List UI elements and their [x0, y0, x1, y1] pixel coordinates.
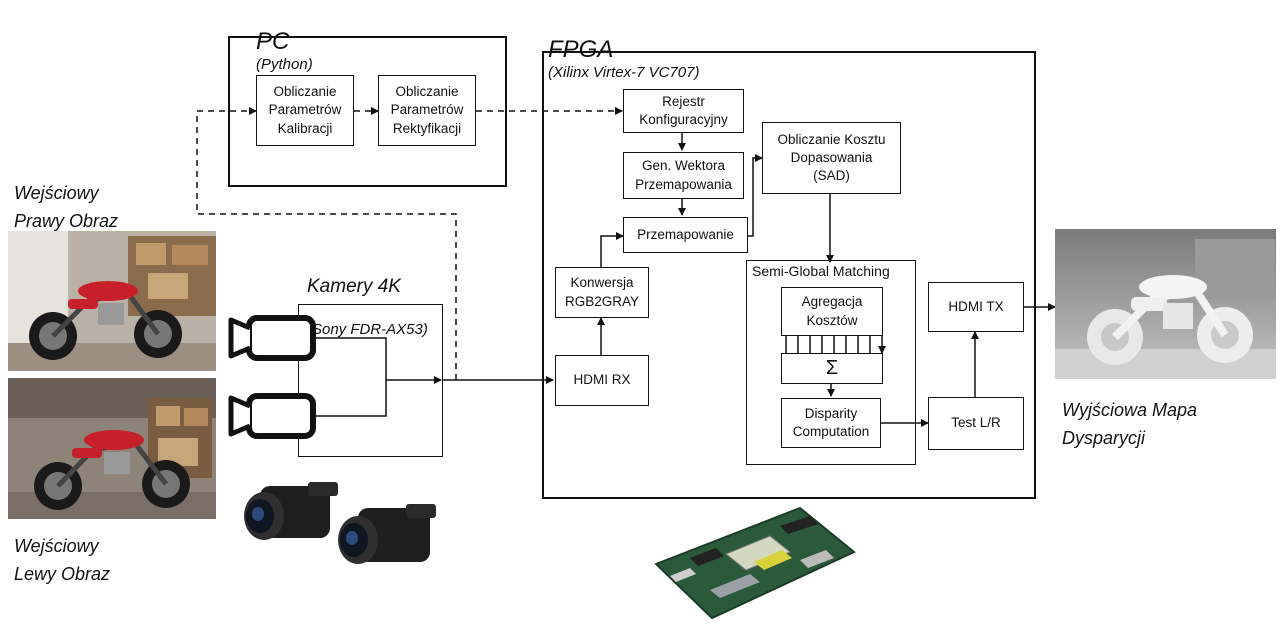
sgm-title: Semi-Global Matching [752, 263, 890, 279]
cameras-title-text: Kamery 4K [307, 275, 401, 297]
disparity-computation-block: Disparity Computation [781, 398, 881, 448]
agg-fanout-arrows [785, 336, 882, 353]
camera-rig-frame [298, 304, 443, 457]
config-register-block: Rejestr Konfiguracyjny [623, 89, 744, 133]
output-disparity-map [1055, 229, 1276, 379]
left-input-caption: Wejściowy Lewy Obraz [14, 536, 111, 584]
remap-block: Przemapowanie [623, 217, 748, 253]
right-input-caption: Wejściowy Prawy Obraz [14, 183, 119, 231]
calibration-block: Obliczanie Parametrów Kalibracji [256, 75, 354, 146]
sum-block: Σ [781, 353, 883, 384]
fpga-subtitle-text: (Xilinx Virtex-7 VC707) [548, 64, 700, 81]
pc-frame [228, 36, 507, 187]
fpga-title-text: FPGA [548, 36, 614, 63]
right-input-image [8, 231, 216, 371]
cameras-subtitle-text: (Sony FDR-AX53) [307, 321, 428, 339]
output-caption: Wyjściowa Mapa Dysparycji [1062, 400, 1198, 448]
conv-to-remap-arrow [600, 232, 624, 267]
camcorders-photo [244, 482, 436, 564]
fpga-board-photo [654, 506, 856, 620]
hdmi-tx-block: HDMI TX [928, 282, 1024, 332]
sgm-frame [746, 260, 916, 465]
hdmi-rx-block: HDMI RX [555, 355, 649, 406]
cost-computation-block: Obliczanie Kosztu Dopasowania (SAD) [762, 122, 901, 194]
left-input-image [8, 378, 216, 519]
camera-bottom-line [315, 380, 387, 417]
rgb2gray-block: Konwersja RGB2GRAY [555, 267, 649, 318]
pc-subtitle-text: (Python) [256, 56, 313, 73]
fpga-title: FPGA (Xilinx Virtex-7 VC707) [548, 18, 699, 82]
camera-bottom-icon [228, 393, 316, 439]
remap-vector-generator-block: Gen. Wektora Przemapowania [623, 152, 744, 199]
cost-aggregation-block: Agregacja Kosztów [781, 287, 883, 336]
pc-title-text: PC [256, 28, 290, 55]
pc-title: PC (Python) [256, 10, 313, 74]
remap-to-cost-arrow [748, 154, 763, 237]
camera-top-line [315, 337, 387, 380]
cameras-title: Kamery 4K (Sony FDR-AX53) [307, 254, 428, 361]
fpga-frame [542, 51, 1036, 499]
lr-test-block: Test L/R [928, 397, 1024, 450]
dashed-feedback-path [196, 107, 457, 380]
camera-top-icon [228, 315, 316, 361]
rectification-block: Obliczanie Parametrów Rektyfikacji [378, 75, 476, 146]
